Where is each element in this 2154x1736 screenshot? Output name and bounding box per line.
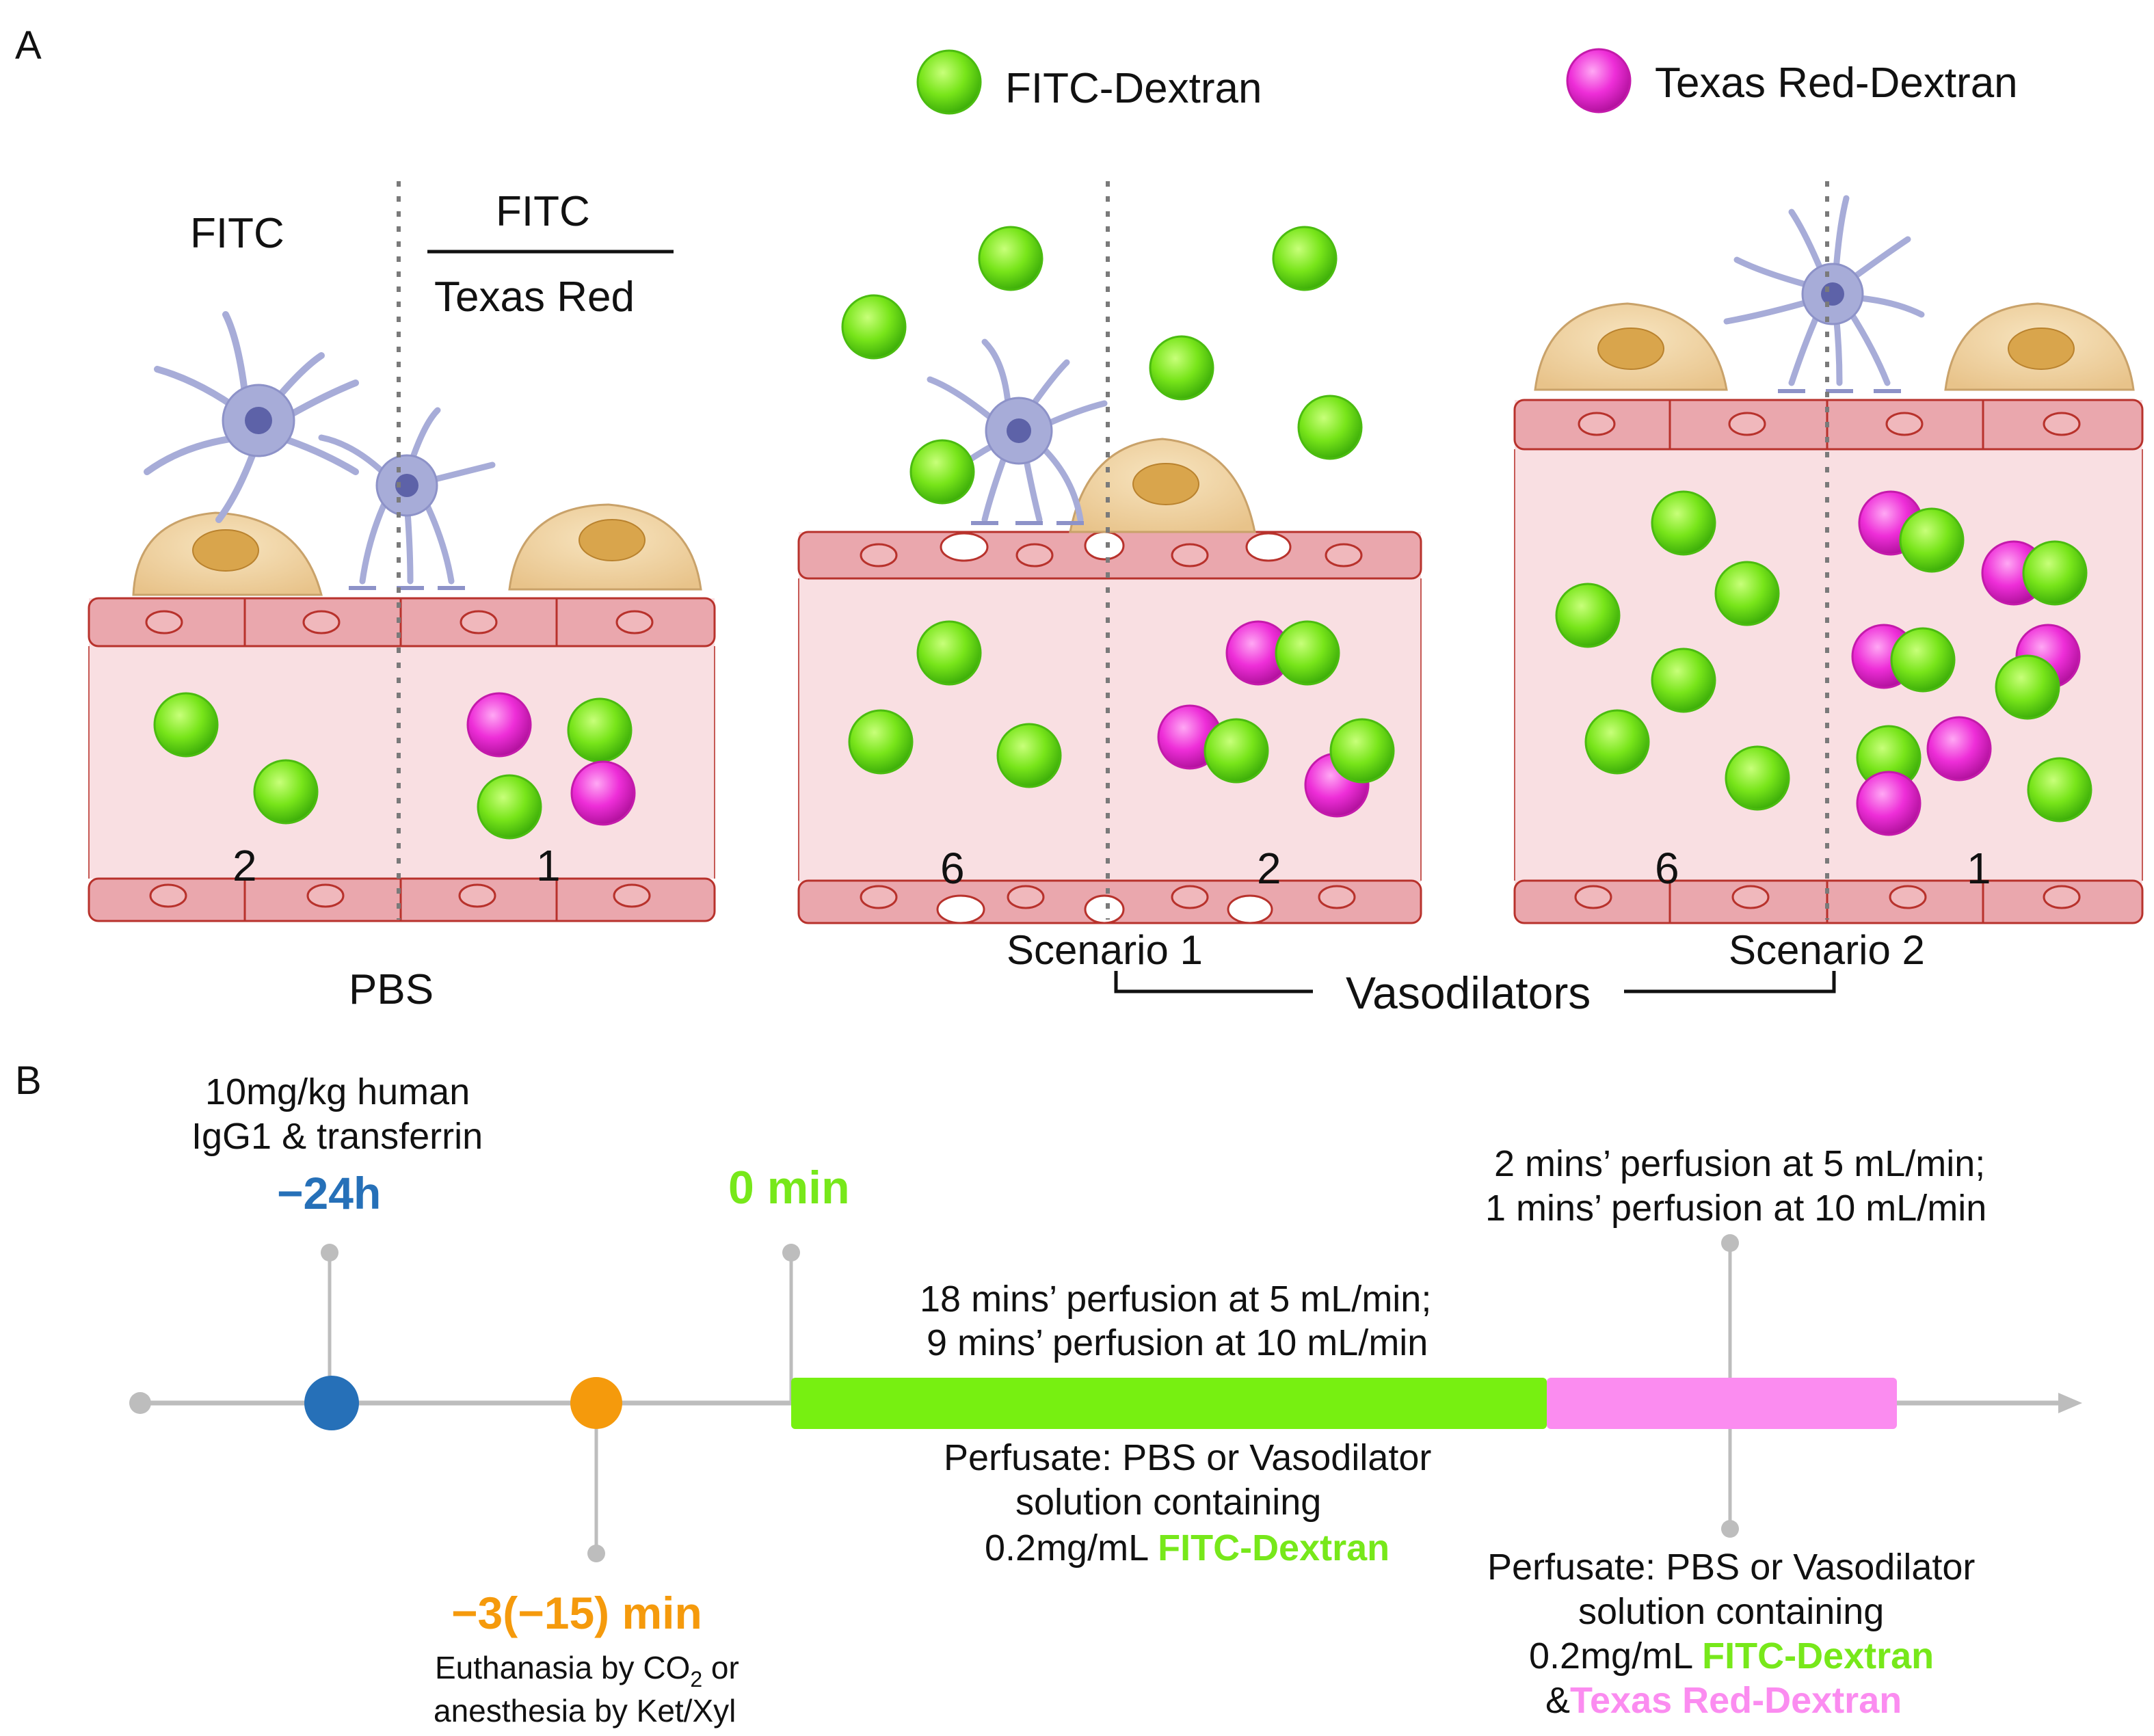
fitc-ball — [1584, 709, 1650, 775]
fitc-ball — [1329, 718, 1395, 784]
legend-fitc-label: FITC-Dextran — [1005, 65, 1262, 112]
fitc-ball — [1272, 226, 1338, 291]
scenario1-right-count: 2 — [1257, 844, 1281, 893]
fitc-ball — [841, 294, 907, 360]
pbs-right-count: 1 — [536, 841, 561, 890]
fitc-ball — [153, 692, 219, 758]
pink-bottom-line1: Perfusate: PBS or Vasodilator — [1487, 1547, 1975, 1588]
m3-time: −3(−15) min — [451, 1588, 702, 1638]
fitc-ball — [1995, 654, 2060, 720]
m3-note-line1: Euthanasia by CO2 or — [435, 1650, 739, 1692]
pink-bottom-line2: solution containing — [1578, 1591, 1884, 1632]
fitc-ball — [916, 620, 982, 686]
fitc-ball — [1204, 718, 1269, 784]
pink-bottom-stem-dot — [1721, 1520, 1739, 1538]
scenario2-astrocyte-left — [1534, 302, 1728, 391]
fitc-ball — [1725, 745, 1790, 811]
m3-note-line2: anesthesia by Ket/Xyl — [434, 1693, 736, 1728]
fitc-ball — [848, 709, 914, 775]
pink-perfusion-bar — [1547, 1378, 1897, 1429]
pbs-neuron-2-nucleus — [395, 474, 418, 497]
fitc-ball — [1149, 335, 1214, 401]
pbs-left-header: FITC — [190, 210, 284, 257]
fitc-ball — [996, 723, 1062, 788]
fitc-ball — [909, 439, 975, 505]
panel-a-label: A — [15, 23, 42, 68]
legend: FITC-Dextran Texas Red-Dextran — [916, 48, 2018, 115]
fitc-ball — [978, 226, 1043, 291]
m24-note-line1: 10mg/kg human — [205, 1071, 470, 1112]
pink-bottom-line3: 0.2mg/mL FITC-Dextran — [1529, 1635, 1934, 1677]
green-perfusion-bar — [791, 1378, 1547, 1429]
fitc-ball — [477, 774, 542, 840]
scenario2-particles — [1555, 490, 2092, 836]
m24-note-line2: IgG1 & transferrin — [191, 1116, 483, 1157]
fitc-ball — [1651, 490, 1716, 556]
pbs-ratio-denominator: Texas Red — [434, 273, 635, 321]
scenario1-astrocyte — [1069, 438, 1256, 533]
m0-time: 0 min — [728, 1162, 850, 1214]
scenario2-left-count: 6 — [1655, 844, 1679, 893]
fitc-ball — [1651, 647, 1716, 713]
scenario1-left-count: 6 — [940, 844, 965, 893]
pbs-particles — [153, 692, 636, 840]
pink-top-line1: 2 mins’ perfusion at 5 mL/min; — [1494, 1143, 1985, 1184]
green-top-line1: 18 mins’ perfusion at 5 mL/min; — [920, 1279, 1431, 1320]
m24-stem-dot — [321, 1244, 338, 1261]
junction-gaps — [936, 531, 1292, 924]
pbs-vessel — [88, 597, 716, 922]
scenario1-label: Scenario 1 — [1007, 927, 1203, 973]
fitc-ball — [1899, 507, 1965, 573]
scenario2-neuron-nucleus — [1821, 282, 1844, 306]
texas-ball — [466, 692, 532, 758]
fitc-ball — [1275, 620, 1340, 686]
fitc-ball — [1714, 561, 1780, 626]
texas-ball — [1926, 716, 1992, 782]
fitc-ball — [567, 697, 633, 763]
timeline-arrowhead — [2058, 1393, 2082, 1413]
panel-b-label: B — [15, 1058, 42, 1103]
scenario2-label: Scenario 2 — [1729, 927, 1925, 973]
timeline-start-dot — [129, 1392, 151, 1414]
vasodilators-label: Vasodilators — [1346, 967, 1591, 1018]
pbs-astrocyte-right — [508, 503, 702, 591]
m3-marker — [570, 1377, 622, 1429]
pbs-neuron-1-nucleus — [245, 407, 272, 434]
green-bottom-line1: Perfusate: PBS or Vasodilator — [944, 1437, 1431, 1478]
fitc-ball — [1890, 627, 1956, 693]
m24-marker — [304, 1376, 359, 1430]
fitc-ball — [1555, 583, 1621, 648]
m3-stem-dot — [587, 1545, 605, 1562]
vasodilators-bracket-right — [1624, 971, 1836, 993]
green-bottom-line3: 0.2mg/mL FITC-Dextran — [985, 1527, 1390, 1568]
vasodilators-bracket-left — [1114, 971, 1313, 993]
legend-texas-red-dextran-ball — [1566, 48, 1632, 113]
scenario1-neuron-nucleus — [1007, 418, 1031, 443]
pbs-astrocyte-left — [132, 511, 323, 596]
m0-stem-dot — [782, 1244, 800, 1261]
pink-top-stem-dot — [1721, 1234, 1739, 1252]
green-bottom-line2: solution containing — [1015, 1482, 1321, 1523]
scenario1-particles — [841, 226, 1395, 818]
pbs-ratio-numerator: FITC — [496, 188, 590, 235]
pink-bottom-line4: &Texas Red-Dextran — [1545, 1680, 1902, 1721]
pbs-label: PBS — [349, 966, 434, 1013]
scenario2-astrocyte-right — [1944, 302, 2135, 391]
fitc-ball — [1297, 395, 1363, 460]
fitc-ball — [2022, 540, 2088, 606]
pink-top-line2: 1 mins’ perfusion at 10 mL/min — [1485, 1188, 1986, 1229]
texas-ball — [570, 760, 636, 826]
m24-time: −24h — [277, 1168, 381, 1218]
texas-ball — [1856, 771, 1922, 836]
green-top-line2: 9 mins’ perfusion at 10 mL/min — [927, 1322, 1428, 1363]
scenario2-right-count: 1 — [1967, 844, 1991, 893]
legend-fitc-dextran-ball — [916, 49, 982, 115]
legend-texas-label: Texas Red-Dextran — [1655, 59, 2018, 107]
fitc-ball — [2027, 757, 2092, 823]
fitc-ball — [253, 759, 319, 825]
pbs-left-count: 2 — [232, 841, 257, 890]
